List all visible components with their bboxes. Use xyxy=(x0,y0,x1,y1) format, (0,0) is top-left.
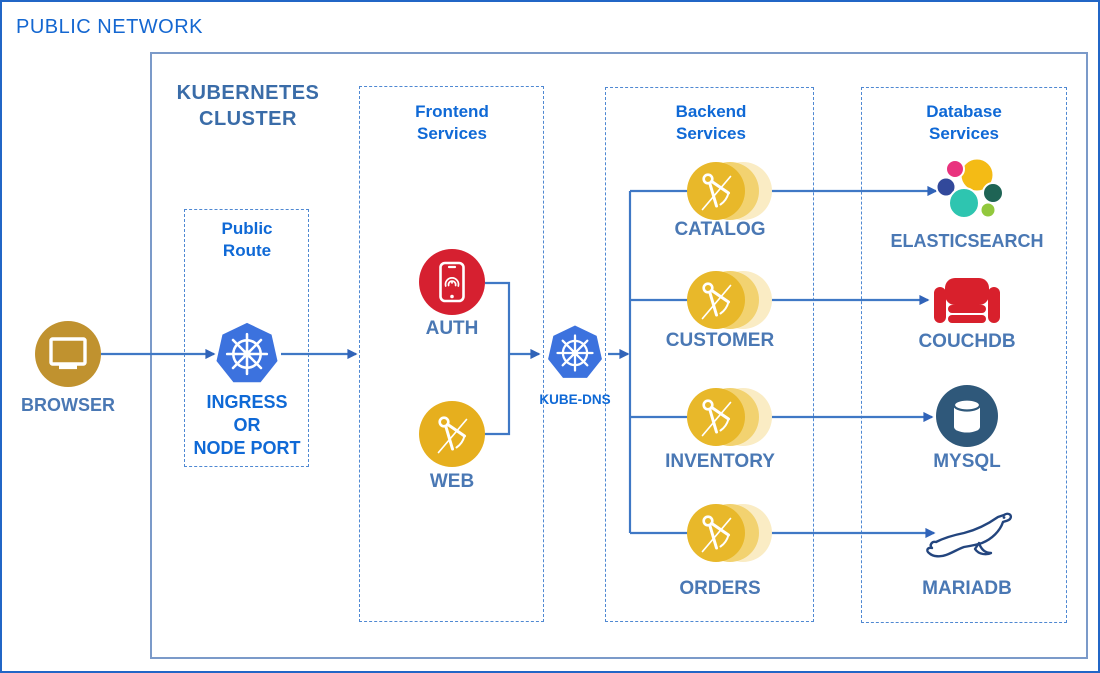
kubernetes-cluster-box xyxy=(150,52,1088,659)
seal-icon xyxy=(926,512,1013,558)
frontend-title-line1: Frontend xyxy=(415,102,489,121)
frontend-title-line2: Services xyxy=(417,124,487,143)
monitor-icon xyxy=(35,321,101,387)
backend-services-box xyxy=(605,87,814,622)
drafting-compass-stack-icon xyxy=(687,504,772,562)
cluster-title-line2: CLUSTER xyxy=(199,108,297,130)
elasticsearch-label: ELASTICSEARCH xyxy=(890,231,1044,251)
kubernetes-wheel-icon xyxy=(548,325,602,378)
cluster-title: KUBERNETES CLUSTER xyxy=(177,80,320,132)
edge-auth-web-junction xyxy=(485,281,511,436)
catalog-label: CATALOG xyxy=(674,219,766,240)
couchdb-label: COUCHDB xyxy=(918,331,1016,352)
drafting-compass-stack-icon xyxy=(687,162,772,220)
drafting-compass-icon xyxy=(419,401,485,467)
browser-label: BROWSER xyxy=(21,395,115,415)
database-title-line1: Database xyxy=(926,102,1002,121)
couch-icon xyxy=(934,278,1000,323)
public-route-title-line1: Public xyxy=(221,219,273,238)
ingress-label: INGRESS OR NODE PORT xyxy=(193,391,300,460)
customer-label: CUSTOMER xyxy=(665,330,775,351)
ingress-label-line2: OR xyxy=(233,415,261,435)
elasticsearch-logo-icon xyxy=(935,157,1004,219)
backend-services-title: Backend Services xyxy=(676,101,747,145)
kubernetes-wheel-icon xyxy=(216,322,278,383)
mariadb-label: MARIADB xyxy=(922,578,1012,599)
inventory-label: INVENTORY xyxy=(665,451,775,472)
public-route-title: Public Route xyxy=(221,218,272,262)
cluster-title-line1: KUBERNETES xyxy=(176,82,320,104)
frontend-services-box xyxy=(359,86,544,622)
backend-title-line2: Services xyxy=(676,124,746,143)
ingress-label-line1: INGRESS xyxy=(206,392,288,412)
public-network-label: PUBLIC NETWORK xyxy=(16,16,204,38)
drafting-compass-stack-icon xyxy=(687,388,772,446)
web-label: WEB xyxy=(429,471,475,492)
auth-label: AUTH xyxy=(425,318,479,339)
drafting-compass-stack-icon xyxy=(687,271,772,329)
frontend-services-title: Frontend Services xyxy=(415,101,489,145)
database-title-line2: Services xyxy=(929,124,999,143)
public-route-title-line2: Route xyxy=(222,241,272,260)
database-services-box xyxy=(861,87,1067,623)
database-cylinder-icon xyxy=(936,385,998,447)
public-route-box xyxy=(184,209,309,467)
orders-label: ORDERS xyxy=(679,578,761,599)
mysql-label: MYSQL xyxy=(933,451,1001,472)
database-services-title: Database Services xyxy=(926,101,1002,145)
ingress-label-line3: NODE PORT xyxy=(193,438,301,458)
fingerprint-phone-icon xyxy=(419,249,485,315)
backend-title-line1: Backend xyxy=(675,102,747,121)
kube-dns-label: KUBE-DNS xyxy=(539,392,611,407)
